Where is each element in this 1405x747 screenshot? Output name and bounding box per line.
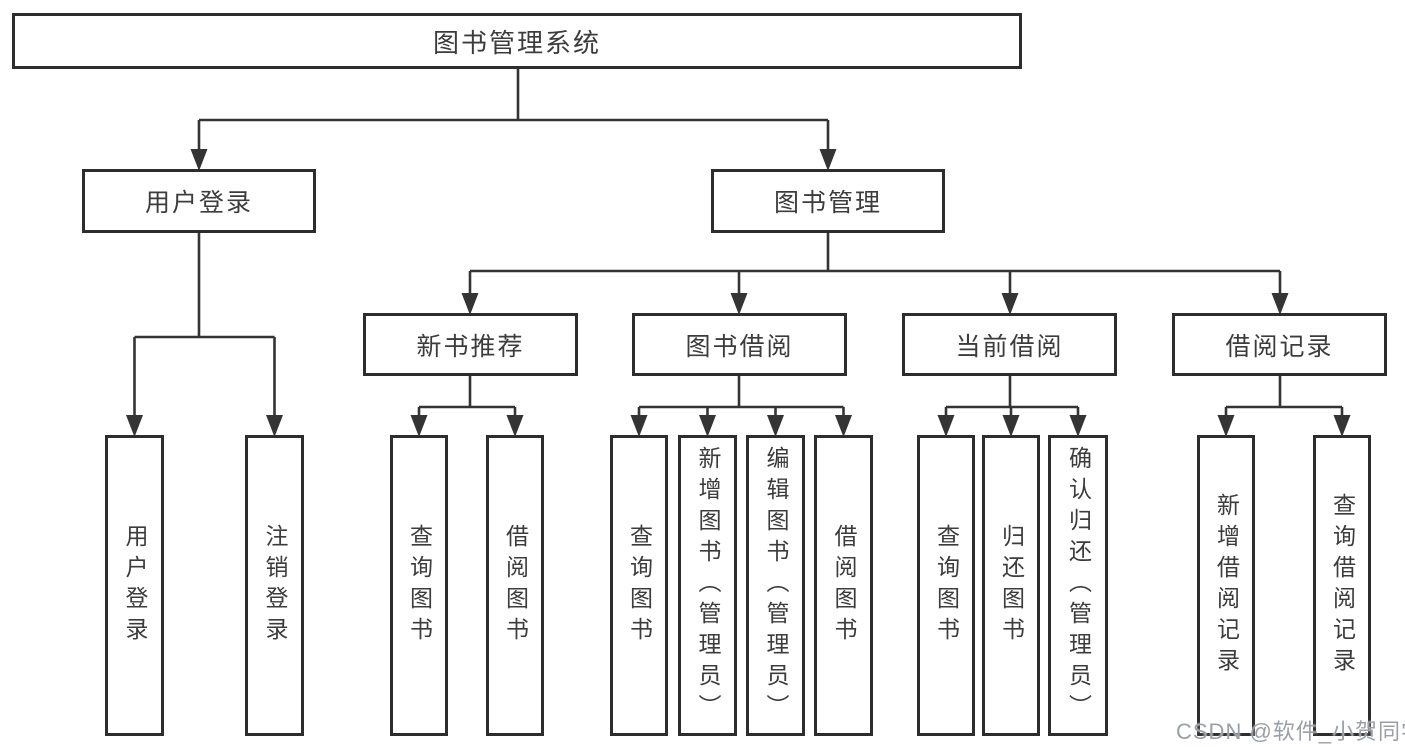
leaf-add-books-admin: 新增图书（管理员） <box>678 435 737 736</box>
leaf-user-login: 用户登录 <box>105 435 164 736</box>
arrowheads <box>126 149 1351 437</box>
leaf-logout: 注销登录 <box>245 435 304 736</box>
leaf-query-books-borrow: 查询图书 <box>610 435 668 736</box>
node-current-borrowing: 当前借阅 <box>902 313 1117 376</box>
leaf-query-books-current: 查询图书 <box>917 435 975 736</box>
leaf-query-books-rec: 查询图书 <box>390 435 448 736</box>
node-new-book-recommendation: 新书推荐 <box>363 313 578 376</box>
node-root-library-management-system: 图书管理系统 <box>12 13 1022 69</box>
node-book-borrowing: 图书借阅 <box>632 313 847 376</box>
leaf-confirm-return-admin: 确认归还（管理员） <box>1048 435 1108 736</box>
leaf-borrow-books: 借阅图书 <box>814 435 873 736</box>
leaf-add-borrow-record: 新增借阅记录 <box>1197 435 1255 736</box>
node-book-management: 图书管理 <box>711 169 945 233</box>
leaf-return-books: 归还图书 <box>982 435 1040 736</box>
node-borrowing-records: 借阅记录 <box>1172 313 1387 376</box>
csdn-watermark: CSDN @软件_小贺同学 <box>1176 719 1405 744</box>
leaf-edit-books-admin: 编辑图书（管理员） <box>746 435 805 736</box>
node-user-login: 用户登录 <box>82 169 316 233</box>
leaf-query-borrow-record: 查询借阅记录 <box>1313 435 1371 736</box>
leaf-borrow-books-rec: 借阅图书 <box>486 435 544 736</box>
